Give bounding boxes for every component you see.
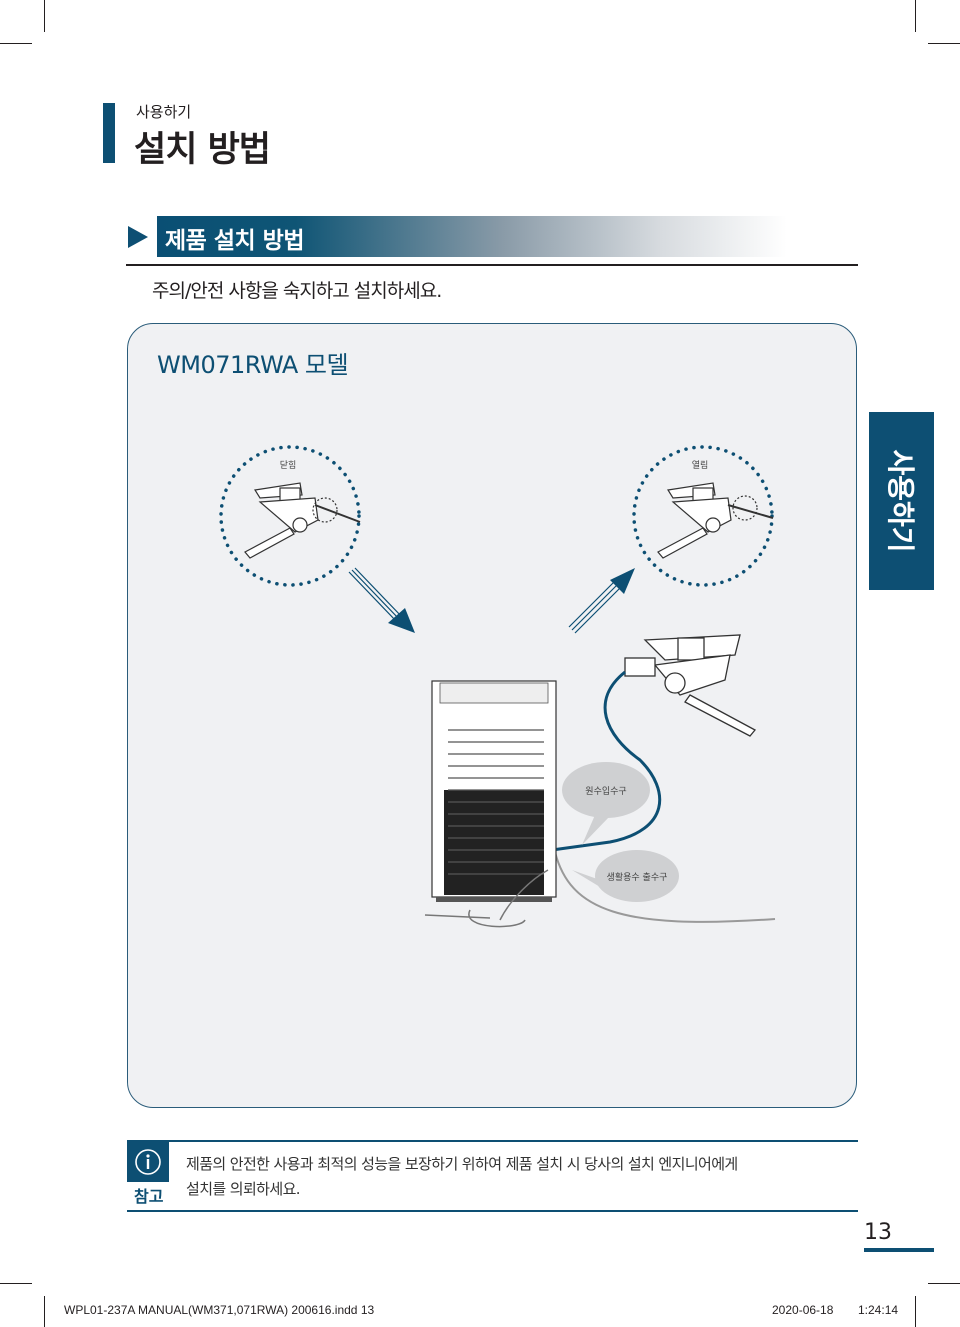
footer-time: 1:24:14	[858, 1303, 899, 1317]
inlet-hose	[551, 670, 662, 852]
closed-label: 닫힘	[280, 459, 297, 471]
footer-date: 2020-06-18	[772, 1303, 834, 1317]
arrow-up-right-icon	[568, 568, 635, 634]
triangle-bullet-icon	[128, 226, 148, 248]
side-tab-usage: 사용하기	[869, 412, 934, 590]
note-divider-top	[127, 1140, 858, 1142]
note-label: 참고	[134, 1187, 164, 1206]
page-number: 13	[864, 1220, 892, 1245]
inlet-callout	[562, 762, 650, 818]
arrow-down-right-icon	[348, 567, 415, 633]
model-title: WM071RWA 모델	[157, 351, 349, 379]
open-valve-detail	[632, 445, 774, 587]
wall-faucet-icon	[624, 634, 757, 737]
crop-mark	[44, 1296, 45, 1327]
faucet-open-icon	[657, 482, 774, 559]
faucet-closed-icon	[244, 482, 361, 559]
section-heading: 제품 설치 방법	[165, 228, 304, 254]
power-cord	[424, 869, 549, 928]
installation-illustration: 닫힘 열림 원수입수구 생활용수 출수구	[219, 445, 776, 928]
crop-mark	[915, 0, 916, 32]
outlet-callout	[595, 850, 679, 902]
inlet-label: 원수입수구	[585, 785, 626, 797]
divider	[126, 264, 858, 266]
crop-mark	[0, 1283, 32, 1284]
crop-mark	[928, 1283, 960, 1284]
footer-filename: WPL01-237A MANUAL(WM371,071RWA) 200616.i…	[64, 1303, 375, 1317]
crop-mark	[915, 1296, 916, 1327]
page-number-underline	[864, 1248, 934, 1252]
crop-mark	[0, 43, 32, 44]
side-tab-label: 사용하기	[883, 449, 917, 553]
closed-valve-detail	[219, 445, 361, 587]
caution-text: 주의/안전 사항을 숙지하고 설치하세요.	[152, 280, 442, 302]
page-title: 설치 방법	[134, 130, 271, 170]
outlet-label: 생활용수 출수구	[607, 871, 668, 883]
note-divider-bottom	[127, 1210, 858, 1212]
open-label: 열림	[692, 459, 709, 471]
title-accent-bar	[103, 103, 115, 163]
water-purifier-rear	[431, 680, 557, 902]
crop-mark	[44, 0, 45, 32]
section-heading-banner: 제품 설치 방법	[157, 216, 787, 257]
outlet-hose	[554, 851, 776, 923]
note-line-1: 제품의 안전한 사용과 최적의 성능을 보장하기 위하여 제품 설치 시 당사의…	[186, 1155, 738, 1173]
section-label: 사용하기	[136, 103, 192, 121]
note-line-2: 설치를 의뢰하세요.	[186, 1180, 301, 1198]
crop-mark	[928, 43, 960, 44]
info-icon	[127, 1142, 169, 1182]
